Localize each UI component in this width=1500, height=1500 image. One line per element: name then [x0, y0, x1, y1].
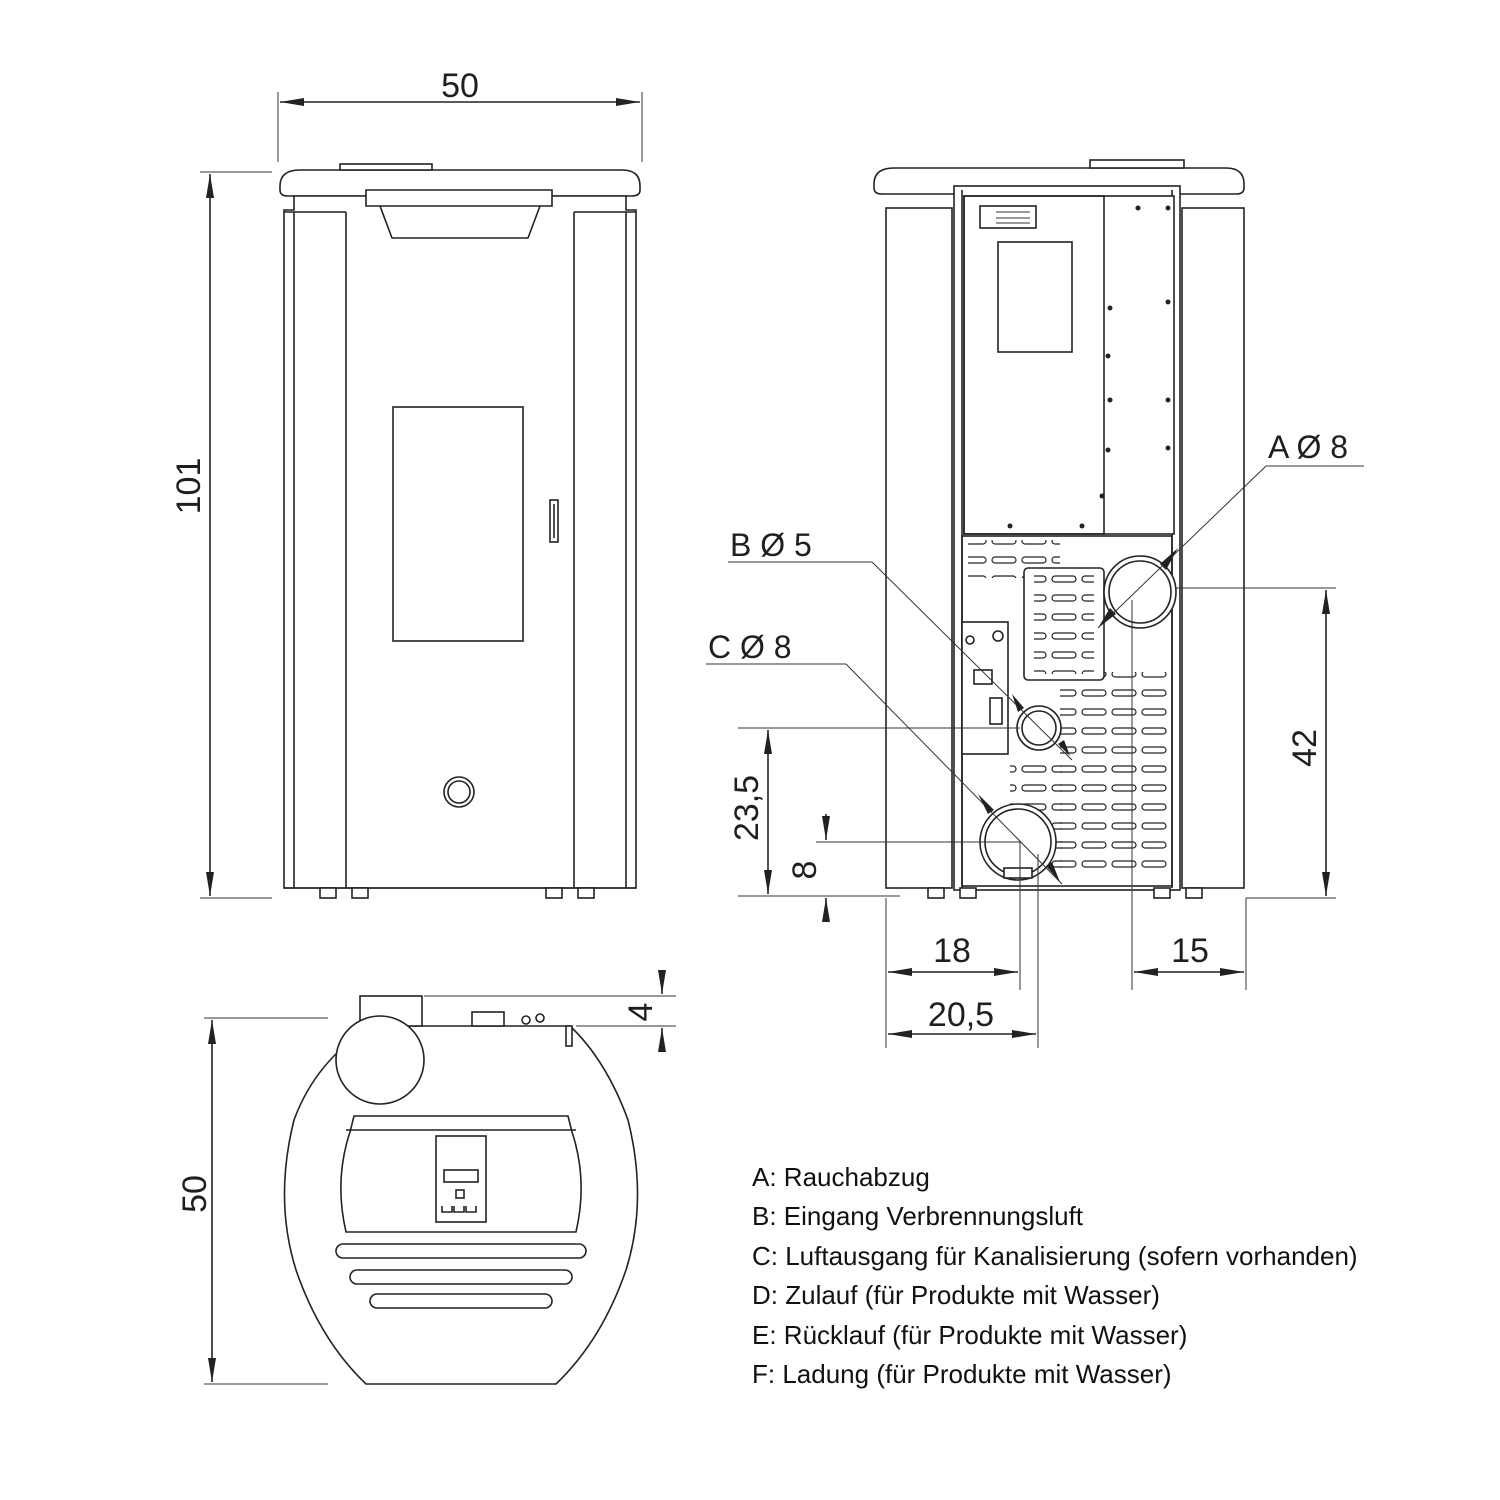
top-front-bar-1 — [335, 1243, 587, 1259]
legend-item-d: D: Zulauf (für Produkte mit Wasser) — [752, 1280, 1160, 1311]
callout-b-label: B Ø 5 — [730, 527, 812, 563]
rear-side-left — [885, 207, 953, 889]
dim-8-label: 8 — [786, 861, 824, 880]
front-feet — [319, 887, 595, 899]
rear-label-plate — [997, 241, 1073, 353]
front-view: 50 101 — [170, 67, 643, 899]
dim-20-5-label: 20,5 — [928, 996, 994, 1034]
callout-a-label: A Ø 8 — [1268, 429, 1348, 465]
front-window — [392, 406, 524, 642]
front-hopper-lid — [365, 189, 553, 239]
front-height-label: 101 — [170, 458, 208, 515]
rear-side-right — [1181, 207, 1245, 889]
rear-feet — [927, 887, 1203, 899]
front-width-label: 50 — [441, 67, 479, 105]
legend-item-b: B: Eingang Verbrennungsluft — [752, 1201, 1084, 1232]
outlet-a-smoke-exhaust — [1103, 555, 1177, 629]
top-front-bar-2 — [349, 1269, 573, 1285]
dim-18-label: 18 — [933, 932, 971, 970]
top-front-bar-3 — [369, 1293, 553, 1309]
legend-item-a: A: Rauchabzug — [752, 1162, 930, 1192]
dim-15-label: 15 — [1171, 932, 1209, 970]
rear-screws — [1007, 205, 1171, 529]
legend: A: Rauchabzug B: Eingang Verbrennungsluf… — [752, 1158, 1358, 1394]
legend-item-c: C: Luftausgang für Kanalisierung (sofern… — [752, 1240, 1358, 1271]
dim-23-5-label: 23,5 — [728, 775, 766, 841]
callout-c-label: C Ø 8 — [708, 629, 792, 665]
top-depth-label: 50 — [176, 1175, 214, 1213]
dim-42-label: 42 — [1286, 729, 1324, 767]
legend-item-e: E: Rücklauf (für Produkte mit Wasser) — [752, 1319, 1188, 1350]
top-offset-label: 4 — [622, 1003, 660, 1022]
rear-vent-slots — [1060, 672, 1170, 868]
rear-electronics-box — [961, 621, 1009, 755]
rear-view: A Ø 8 B Ø 5 C Ø 8 42 23,5 8 — [706, 159, 1364, 1048]
legend-item-f: F: Ladung (für Produkte mit Wasser) — [752, 1359, 1172, 1390]
top-flue-circle — [335, 1015, 425, 1105]
top-view: 50 4 — [176, 970, 676, 1385]
